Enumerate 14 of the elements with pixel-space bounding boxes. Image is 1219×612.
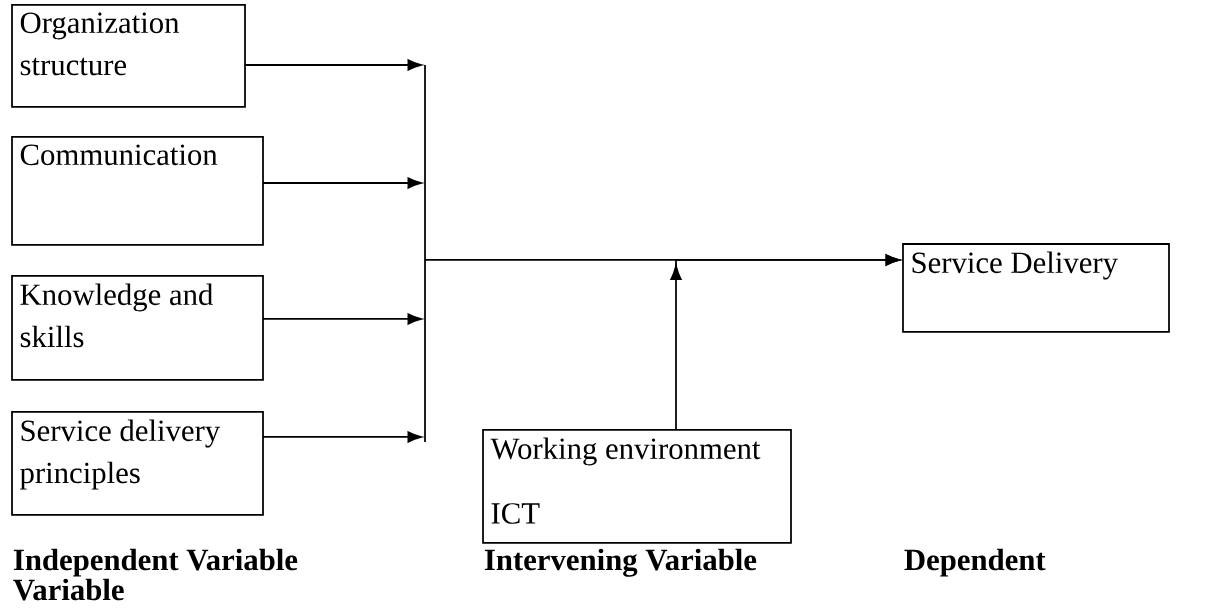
axis-caption: Variable [13,578,124,601]
arrow [262,431,423,443]
axis-caption: Dependent [904,548,1046,577]
variable-box: Working environment ICT [482,429,792,544]
arrow [262,177,423,189]
arrow [244,59,423,71]
arrow [670,254,901,431]
axis-caption: Independent Variable [13,548,298,577]
variable-box: Communication [11,136,264,246]
outcome-box: Service Delivery [902,243,1170,333]
variable-box: Organization structure [11,4,246,108]
arrow [262,313,423,325]
variable-box: Service delivery principles [11,411,264,516]
variable-box: Knowledge and skills [11,275,264,381]
